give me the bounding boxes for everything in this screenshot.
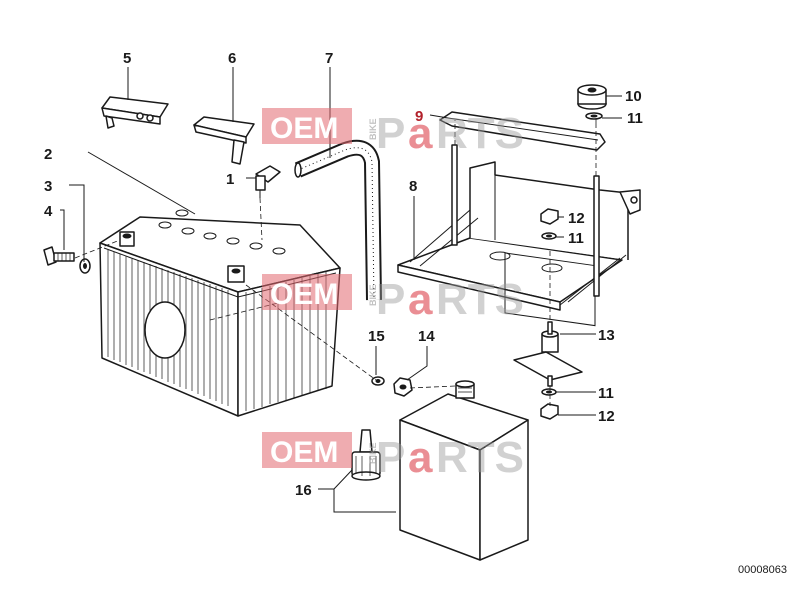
hold-down-strap-9 <box>439 111 606 151</box>
washer-11-top <box>585 112 603 120</box>
filler-nozzle-16 <box>351 429 381 481</box>
watermark-top: OEM BIKE P a RTS <box>262 108 524 158</box>
watermark-bike: BIKE <box>368 442 378 464</box>
washer-11-lower <box>541 388 557 396</box>
callouts: 1 2 3 4 5 6 7 8 9 10 11 12 11 13 14 15 1… <box>44 50 643 499</box>
watermark-p: P <box>376 275 405 324</box>
washer-11-middle <box>541 232 557 240</box>
callout-4: 4 <box>44 203 53 220</box>
watermark-a: a <box>408 275 433 324</box>
nut-14 <box>393 377 413 397</box>
watermark-bottom: OEM BIKE P a RTS <box>262 432 524 482</box>
bolt-4 <box>43 246 75 266</box>
callout-10: 10 <box>625 88 642 105</box>
callout-8: 8 <box>409 178 417 195</box>
callout-16: 16 <box>295 482 312 499</box>
callout-9: 9 <box>415 108 423 125</box>
callout-2: 2 <box>44 146 52 163</box>
water-canister <box>399 380 529 561</box>
terminal-cover-6 <box>193 116 255 165</box>
watermark-oem: OEM <box>270 112 338 145</box>
watermark-p: P <box>376 433 405 482</box>
callout-11-top: 11 <box>627 110 643 127</box>
battery-label <box>144 301 186 359</box>
diagram-reference-number: 00008063 <box>738 564 787 576</box>
watermark-rts: RTS <box>436 275 524 324</box>
battery-cell-caps <box>158 209 286 255</box>
knurled-nut-10 <box>577 84 607 110</box>
terminal-cover-5 <box>101 96 169 129</box>
watermark-bike: BIKE <box>368 284 378 306</box>
watermark-middle: OEM BIKE P a RTS <box>262 274 524 324</box>
callout-5: 5 <box>123 50 131 67</box>
callout-13: 13 <box>598 327 615 344</box>
rubber-mount-13 <box>513 321 583 387</box>
vent-elbow-1 <box>255 165 281 198</box>
nut-12-upper <box>540 208 559 225</box>
watermark-rts: RTS <box>436 433 524 482</box>
washer-15 <box>371 376 385 386</box>
nut-12-lower <box>540 403 559 420</box>
callout-11-lower: 11 <box>598 385 614 402</box>
battery-terminal-negative <box>119 231 135 247</box>
callout-3: 3 <box>44 178 52 195</box>
watermark-rts: RTS <box>436 109 524 158</box>
callout-7: 7 <box>325 50 333 67</box>
battery <box>99 209 341 417</box>
watermark-bike: BIKE <box>368 118 378 140</box>
watermark-p: P <box>376 109 405 158</box>
battery-terminal-positive <box>227 265 245 283</box>
washer-3 <box>79 258 91 274</box>
callout-14: 14 <box>418 328 435 345</box>
watermark-a: a <box>408 433 433 482</box>
leader-lines <box>60 67 622 513</box>
callout-12-upper: 12 <box>568 210 585 227</box>
callout-12-lower: 12 <box>598 408 615 425</box>
watermark-oem: OEM <box>270 278 338 311</box>
callout-6: 6 <box>228 50 236 67</box>
vent-hose-7 <box>294 139 382 301</box>
callout-15: 15 <box>368 328 385 345</box>
watermark-oem: OEM <box>270 436 338 469</box>
callout-11-middle: 11 <box>568 230 584 247</box>
callout-1: 1 <box>226 171 234 188</box>
watermark-a: a <box>408 109 433 158</box>
